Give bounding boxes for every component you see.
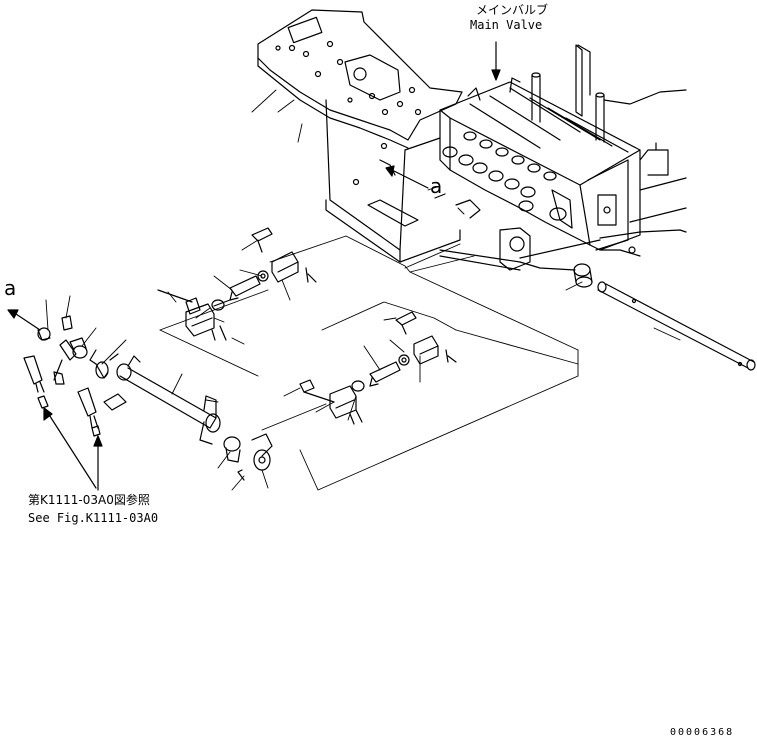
frame-plate <box>257 9 463 149</box>
valve-bracket <box>439 199 576 271</box>
bushing <box>573 263 593 288</box>
main-valve-arrow <box>491 41 501 81</box>
view-a-arrow-valve <box>385 165 429 189</box>
control-rod <box>597 281 756 371</box>
view-a-arrow-left <box>7 309 41 331</box>
reference-label-en: See Fig.K1111-03A0 <box>28 511 159 525</box>
right-frame <box>519 44 687 259</box>
drawing-number: 00006368 <box>670 727 735 738</box>
reference-arrows <box>43 407 103 491</box>
view-marker-valve: a <box>430 174 443 198</box>
view-marker-left: a <box>4 276 17 300</box>
leader-lines <box>45 89 681 491</box>
callout-box-upper <box>159 235 579 377</box>
main-valve-label-en: Main Valve <box>470 18 543 32</box>
lever-arm-assembly <box>23 315 273 481</box>
linkage-upper <box>157 227 317 341</box>
callout-box-lower <box>261 301 579 491</box>
main-valve-label-jp: メインバルブ <box>476 3 549 17</box>
reference-label-jp: 第K1111-03A0図参照 <box>28 493 150 507</box>
linkage-lower <box>299 311 457 425</box>
main-valve <box>439 77 641 251</box>
